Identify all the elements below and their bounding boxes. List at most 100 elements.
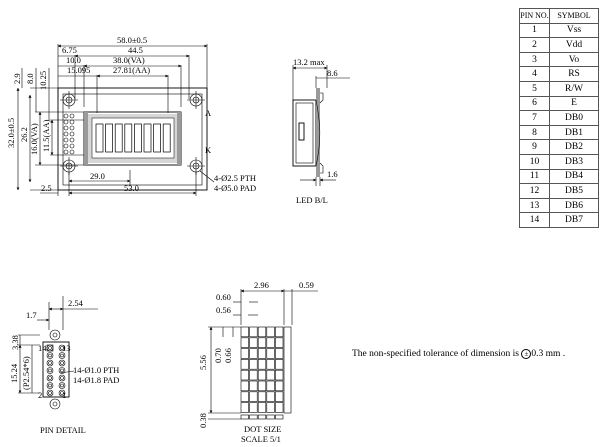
matrix-dot	[249, 359, 258, 370]
tolerance-symbol: ±	[521, 349, 532, 359]
pin-symbol: DB1	[549, 124, 599, 141]
pin-drill	[48, 368, 52, 373]
pin-drill	[60, 368, 64, 373]
character-cell	[114, 123, 123, 153]
matrix-dot	[257, 348, 267, 359]
dim-1-7: 1.7	[26, 310, 37, 320]
pin-drill	[48, 361, 52, 365]
header-pin	[63, 119, 69, 125]
side-caption: LED B/L	[296, 195, 328, 205]
pin-symbol: DB2	[549, 139, 599, 155]
pin-number: 4	[519, 66, 550, 82]
header-pin	[69, 125, 75, 131]
tolerance-text: The non-specified tolerance of dimension…	[352, 349, 522, 360]
pin-hole	[58, 382, 66, 389]
pin-symbol: DB7	[549, 212, 599, 228]
dim-width-44-5: 44.5	[128, 45, 143, 55]
pin-number: 2	[519, 37, 550, 53]
header-pin	[63, 125, 69, 131]
matrix-dot	[249, 369, 258, 381]
pin-hole	[58, 389, 66, 397]
cursor-dot	[266, 414, 275, 420]
pin-drill	[60, 346, 64, 350]
character-cell	[143, 123, 152, 153]
dim-0-56: 0.56	[216, 305, 231, 315]
cathode-label: K	[205, 145, 212, 155]
matrix-dot	[249, 380, 258, 392]
matrix-dot	[240, 337, 249, 348]
front-view: 58.0±0.5 44.5 6.75 38.0(VA) 10.0 27.81(A…	[6, 35, 256, 196]
pin-hole	[46, 352, 54, 359]
header-pin	[69, 131, 75, 137]
pin-symbol: DB6	[549, 197, 599, 214]
matrix-dot	[240, 391, 249, 402]
pin-hole	[58, 359, 66, 367]
dot-size-caption: DOT SIZE	[244, 424, 281, 434]
pin-number: 12	[519, 183, 550, 199]
dim-5-56: 5.56	[198, 355, 208, 370]
pin-drill	[60, 391, 64, 395]
pin-hole	[46, 382, 54, 389]
matrix-dot	[266, 326, 275, 338]
matrix-dot	[266, 391, 275, 402]
dim-2-54: 2.54	[68, 298, 84, 308]
dim-0-60: 0.60	[216, 292, 231, 302]
pin-1-label: 1	[62, 390, 66, 400]
pin-number: 3	[519, 51, 550, 68]
pin-14-label: 14	[38, 343, 47, 353]
character-cell	[162, 123, 171, 153]
matrix-dot	[275, 391, 284, 402]
pin-hole	[58, 374, 66, 382]
dim-width-total: 58.0±0.5	[117, 35, 147, 45]
matrix-dot	[240, 326, 249, 338]
pin-drill	[48, 383, 52, 388]
matrix-dot	[275, 369, 284, 381]
dim-15-095: 15.095	[67, 65, 90, 75]
matrix-dot	[257, 380, 267, 392]
matrix-dot	[249, 391, 258, 402]
cursor-dot	[240, 414, 249, 420]
matrix-dot	[275, 380, 284, 392]
pin-drill	[48, 346, 52, 350]
matrix-dot	[275, 402, 284, 413]
dim-pin-pitch: (P2.54*6)	[21, 356, 31, 390]
pin-number: 13	[519, 197, 550, 214]
character-cell	[124, 123, 133, 153]
pin-hole	[46, 344, 54, 352]
pin-number: 14	[519, 212, 550, 228]
pin-hole	[46, 367, 54, 374]
dim-1-6: 1.6	[327, 169, 338, 179]
matrix-dot	[249, 402, 258, 413]
dim-view-area-width: 38.0(VA)	[113, 55, 145, 65]
pin-drill	[48, 353, 52, 358]
matrix-dot	[240, 369, 249, 381]
pin-drill	[48, 376, 52, 380]
pin-symbol: Vo	[549, 51, 599, 68]
tolerance-note: The non-specified tolerance of dimension…	[352, 349, 565, 359]
dim-8-0: 8.0	[25, 73, 35, 84]
dim-29-0: 29.0	[90, 171, 105, 181]
dim-6-75: 6.75	[62, 45, 77, 55]
pin-no-header: PIN NO.	[519, 8, 550, 24]
matrix-dot	[249, 348, 258, 359]
dim-53-0: 53.0	[124, 183, 139, 193]
anode-label: A	[205, 108, 212, 118]
symbol-header: SYMBOL	[549, 8, 599, 24]
pin-symbol: DB5	[549, 183, 599, 199]
front-pin-header	[63, 113, 75, 155]
dim-2-5: 2.5	[41, 183, 52, 193]
pin-number: 7	[519, 110, 550, 126]
dim-10-0: 10.0	[66, 55, 81, 65]
pin-number: 10	[519, 153, 550, 170]
header-pin	[69, 137, 75, 143]
